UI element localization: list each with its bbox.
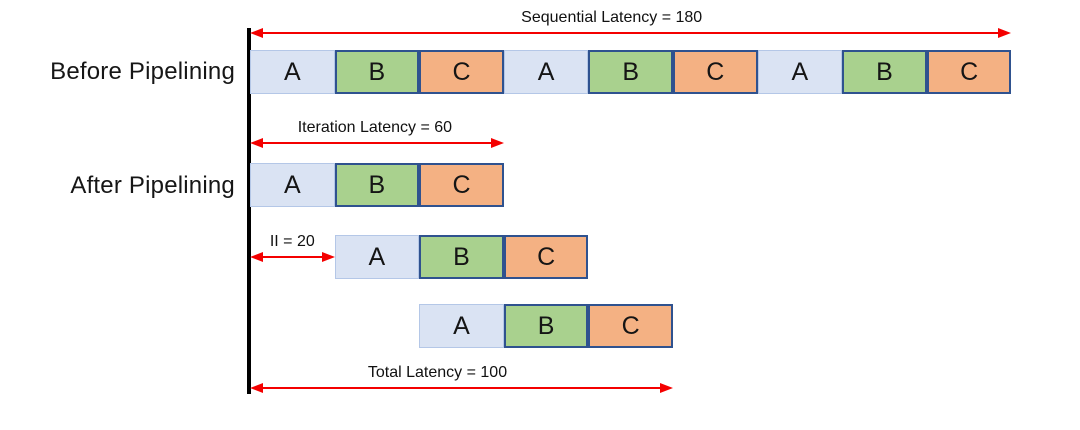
- right-arrowhead-icon: [321, 251, 335, 262]
- stage-b-block: B: [503, 304, 589, 348]
- left-arrowhead-icon: [250, 137, 263, 148]
- stage-b-block: B: [842, 50, 927, 94]
- stage-b-block: B: [334, 163, 420, 207]
- stage-c-block: C: [673, 50, 758, 94]
- stage-a-block: A: [503, 50, 589, 94]
- left-arrowhead-icon: [250, 27, 263, 38]
- stage-a-block: A: [334, 235, 420, 279]
- arrow-shaft: [258, 256, 327, 258]
- stage-a-block: A: [250, 50, 335, 94]
- stage-b-block: B: [419, 235, 504, 279]
- left-arrowhead-icon: [250, 251, 263, 262]
- after-pipelining-label: After Pipelining: [70, 172, 235, 199]
- stage-a-block: A: [757, 50, 843, 94]
- stage-c-block: C: [926, 50, 1012, 94]
- arrow-shaft: [258, 32, 1004, 34]
- iteration-latency-label: Iteration Latency = 60: [297, 119, 453, 136]
- right-arrowhead-icon: [998, 27, 1012, 38]
- stage-c-block: C: [419, 50, 504, 94]
- sequential-latency-label: Sequential Latency = 180: [521, 9, 703, 26]
- stage-c-block: C: [503, 235, 589, 279]
- stage-c-block: C: [419, 163, 504, 207]
- stage-b-block: B: [334, 50, 420, 94]
- before-pipelining-label: Before Pipelining: [50, 58, 235, 85]
- stage-b-block: B: [588, 50, 673, 94]
- total-latency-label: Total Latency = 100: [367, 364, 508, 381]
- stage-a-block: A: [419, 304, 504, 348]
- right-arrowhead-icon: [490, 137, 504, 148]
- left-arrowhead-icon: [250, 382, 263, 393]
- arrow-shaft: [258, 142, 496, 144]
- stage-a-block: A: [250, 163, 335, 207]
- ii-latency-label: II = 20: [269, 233, 315, 250]
- right-arrowhead-icon: [660, 382, 673, 393]
- timeline-axis: [247, 28, 251, 394]
- stage-c-block: C: [588, 304, 673, 348]
- arrow-shaft: [258, 387, 665, 389]
